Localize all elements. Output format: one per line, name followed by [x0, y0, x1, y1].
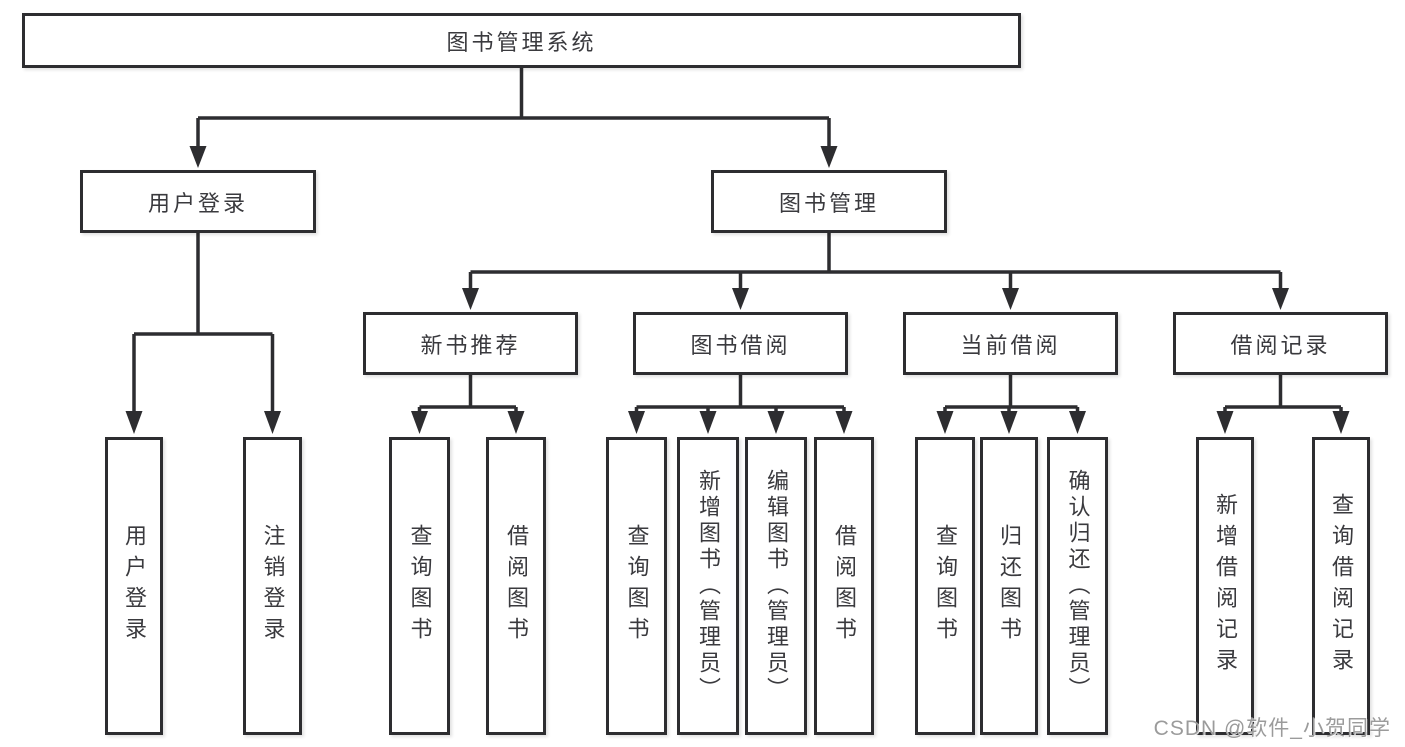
node-label: 新增借阅记录	[1213, 493, 1238, 679]
node-label: 借阅图书	[504, 524, 529, 648]
node-label: 查询借阅记录	[1329, 493, 1354, 679]
leaf-edit-books-admin: 编辑图书（管理员）	[745, 437, 807, 735]
node-root-library-system: 图书管理系统	[22, 13, 1021, 68]
node-user-login: 用户登录	[80, 170, 316, 233]
leaf-user-login: 用户登录	[105, 437, 163, 735]
arrow-down-icon	[1272, 288, 1289, 310]
arrow-down-icon	[462, 288, 479, 310]
node-label: 查询图书	[407, 524, 433, 648]
node-label: 查询图书	[624, 524, 650, 648]
node-label: 用户登录	[147, 190, 248, 216]
leaf-query-borrow-record: 查询借阅记录	[1312, 437, 1370, 735]
node-label: 归还图书	[997, 524, 1022, 648]
arrow-down-icon	[1069, 411, 1086, 434]
node-label: 当前借阅	[960, 332, 1061, 358]
node-book-management: 图书管理	[711, 170, 947, 233]
arrow-down-icon	[189, 146, 207, 168]
leaf-query-books-newbook: 查询图书	[389, 437, 450, 735]
edge-bookmgmt-to-level2	[468, 233, 1283, 290]
arrow-down-icon	[507, 411, 525, 434]
leaf-logout: 注销登录	[243, 437, 302, 735]
arrow-down-icon	[628, 411, 645, 434]
arrow-down-icon	[699, 411, 717, 434]
arrow-down-icon	[835, 411, 853, 434]
leaf-query-books-current: 查询图书	[915, 437, 975, 735]
edge-currentborrow-to-leaves	[943, 375, 1080, 413]
node-label: 新增图书（管理员）	[696, 469, 721, 703]
node-label: 图书管理	[778, 190, 879, 216]
node-label: 用户登录	[122, 524, 147, 648]
node-label: 编辑图书（管理员）	[764, 469, 789, 703]
edge-newbook-to-leaves	[417, 375, 518, 413]
node-label: 借阅图书	[832, 524, 857, 648]
node-borrowing-records: 借阅记录	[1173, 312, 1388, 375]
arrow-down-icon	[732, 288, 749, 310]
edge-userlogin-to-leaves	[132, 233, 275, 413]
node-label: 借阅记录	[1230, 332, 1331, 358]
edge-borrowrecord-to-leaves	[1223, 375, 1343, 413]
node-label: 图书管理系统	[446, 29, 597, 55]
edge-bookborrow-to-leaves	[634, 375, 846, 413]
node-label: 注销登录	[260, 524, 286, 648]
node-label: 确认归还（管理员）	[1065, 469, 1091, 703]
arrow-down-icon	[1216, 411, 1234, 434]
node-label: 图书借阅	[690, 332, 791, 358]
arrow-down-icon	[767, 411, 785, 434]
arrow-down-icon	[125, 411, 143, 434]
arrow-down-icon	[411, 411, 428, 434]
csdn-watermark: CSDN @软件_小贺同学	[1153, 717, 1391, 740]
node-label: 新书推荐	[420, 332, 521, 358]
node-current-borrowing: 当前借阅	[903, 312, 1118, 375]
leaf-query-books-borrow: 查询图书	[606, 437, 667, 735]
arrow-down-icon	[1332, 411, 1350, 434]
leaf-return-books: 归还图书	[980, 437, 1038, 735]
leaf-confirm-return-admin: 确认归还（管理员）	[1047, 437, 1108, 735]
leaf-add-books-admin: 新增图书（管理员）	[677, 437, 739, 735]
arrow-down-icon	[936, 411, 954, 434]
node-label: 查询图书	[933, 524, 958, 648]
arrow-down-icon	[1002, 288, 1019, 310]
leaf-add-borrow-record: 新增借阅记录	[1196, 437, 1254, 735]
node-new-book-recommendation: 新书推荐	[363, 312, 578, 375]
leaf-borrow-books: 借阅图书	[814, 437, 874, 735]
arrow-down-icon	[820, 146, 838, 168]
leaf-borrow-books-newbook: 借阅图书	[486, 437, 546, 735]
arrow-down-icon	[264, 411, 281, 434]
edge-root-to-level1	[196, 68, 831, 148]
arrow-down-icon	[1000, 411, 1018, 434]
node-book-borrowing: 图书借阅	[633, 312, 848, 375]
